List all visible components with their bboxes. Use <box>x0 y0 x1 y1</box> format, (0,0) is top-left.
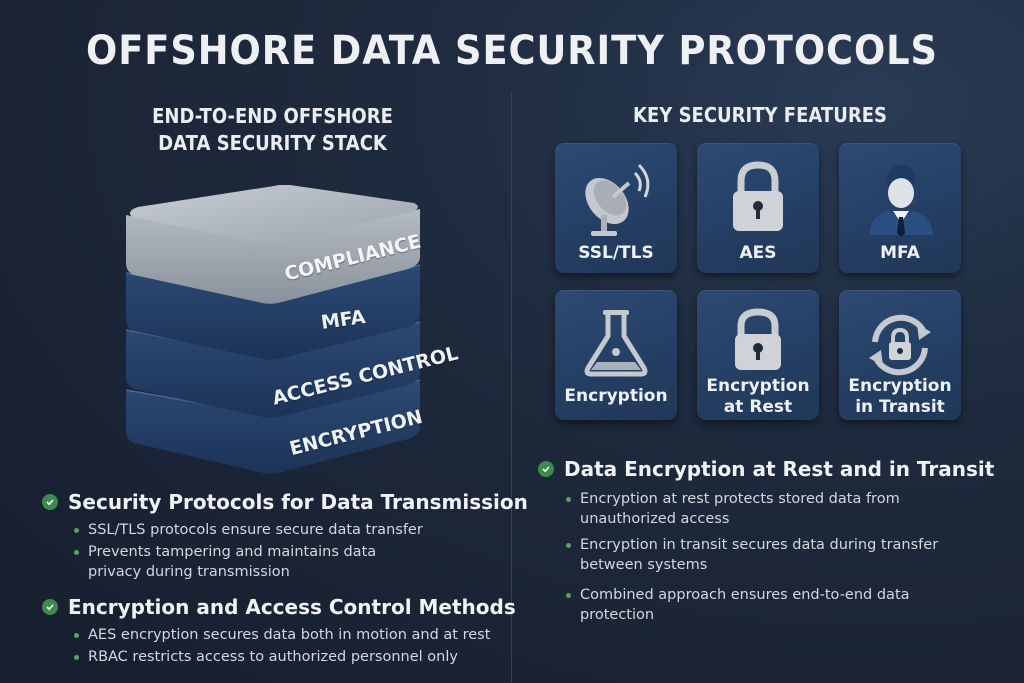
tile-label: SSL/TLS <box>578 243 654 263</box>
feature-tile-encryption-in-transit[interactable]: Encryption in Transit <box>839 290 961 420</box>
feature-tile-aes[interactable]: AES <box>697 143 819 273</box>
page-title: OFFSHORE DATA SECURITY PROTOCOLS <box>86 28 938 74</box>
stack-graphic <box>125 184 421 474</box>
bullet-item: AES encryption secures data both in moti… <box>74 625 502 645</box>
feature-tile-encryption[interactable]: Encryption <box>555 290 677 420</box>
section-access-control: Encryption and Access Control Methods AE… <box>42 595 516 669</box>
feature-tile-ssl-tls[interactable]: SSL/TLS <box>555 143 677 273</box>
satellite-dish-icon <box>585 163 650 236</box>
padlock-icon <box>735 308 781 370</box>
tile-label: MFA <box>880 243 920 263</box>
section-title: Security Protocols for Data Transmission <box>68 490 528 514</box>
feature-tile-encryption-at-rest[interactable]: Encryption at Rest <box>697 290 819 420</box>
section-title: Data Encryption at Rest and in Transit <box>564 457 995 481</box>
feature-tile-mfa[interactable]: MFA <box>839 143 961 273</box>
bullet-item: Combined approach ensures end-to-end dat… <box>566 585 926 625</box>
tile-label: AES <box>739 243 777 263</box>
bullet-item: Encryption at rest protects stored data … <box>566 489 976 529</box>
bullet-item: Encryption in transit secures data durin… <box>566 535 946 575</box>
security-stack-diagram: COMPLIANCE MFA ACCESS CONTROL ENCRYPTION <box>118 184 460 475</box>
check-circle-icon <box>538 461 554 477</box>
bullet-item: SSL/TLS protocols ensure secure data tra… <box>74 520 502 540</box>
stack-layer-compliance <box>126 184 420 304</box>
check-circle-icon <box>42 494 58 510</box>
section-transmission: Security Protocols for Data Transmission… <box>42 490 528 584</box>
column-divider <box>511 92 512 682</box>
sync-lock-icon <box>869 314 931 376</box>
section-encryption-rest-transit: Data Encryption at Rest and in Transit E… <box>538 457 998 627</box>
stack-heading: END-TO-END OFFSHORE DATA SECURITY STACK <box>108 103 437 157</box>
user-icon <box>869 165 933 237</box>
padlock-icon <box>733 161 783 231</box>
tile-label: Encryption in Transit <box>848 376 952 417</box>
features-heading: KEY SECURITY FEATURES <box>633 103 887 127</box>
stack-heading-line2: DATA SECURITY STACK <box>158 131 387 155</box>
features-grid: SSL/TLS AES MFA Encryption <box>555 143 965 430</box>
stack-heading-line1: END-TO-END OFFSHORE <box>152 104 393 128</box>
flask-icon <box>584 310 648 377</box>
section-title: Encryption and Access Control Methods <box>68 595 516 619</box>
tile-label: Encryption at Rest <box>706 376 810 417</box>
bullet-item: RBAC restricts access to authorized pers… <box>74 647 502 667</box>
bullet-item: Prevents tampering and maintains data pr… <box>74 542 394 582</box>
check-circle-icon <box>42 599 58 615</box>
tile-label: Encryption <box>564 386 668 406</box>
